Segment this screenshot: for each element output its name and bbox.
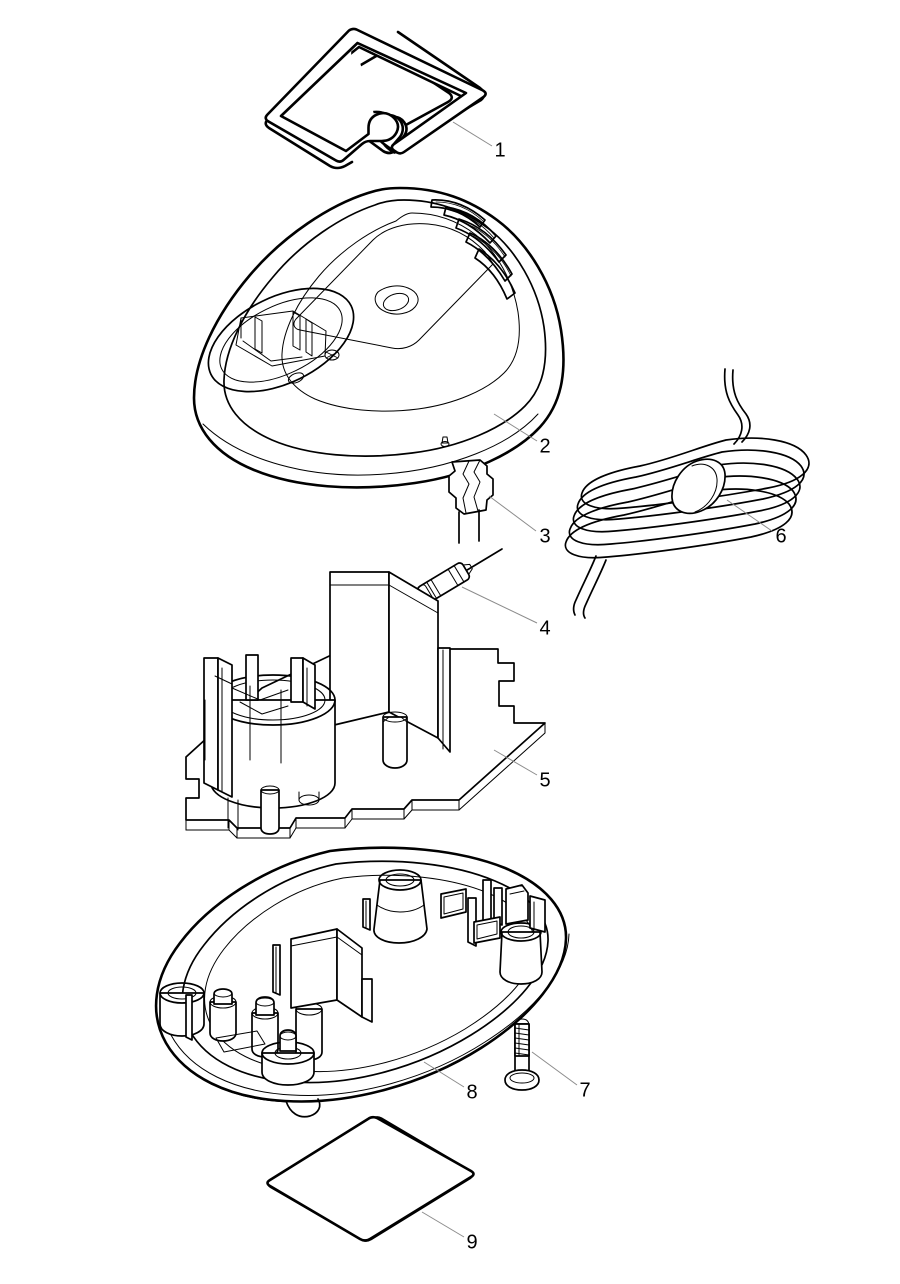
cord-boss — [373, 869, 428, 944]
leader-line-6 — [726, 499, 773, 532]
callout-2: 2 — [493, 413, 551, 457]
callout-1: 1 — [452, 121, 506, 161]
leader-line-9 — [421, 1211, 465, 1238]
callout-number-2: 2 — [539, 435, 550, 457]
callout-7: 7 — [531, 1051, 591, 1101]
part-3-component — [448, 459, 494, 544]
callout-number-4: 4 — [539, 617, 550, 639]
cord-loops — [564, 437, 810, 559]
callout-number-9: 9 — [466, 1231, 477, 1253]
leader-line-3 — [488, 495, 537, 532]
cord-band — [671, 458, 726, 515]
boss-with-hole — [261, 1029, 315, 1086]
part-8-lower-housing — [154, 846, 570, 1118]
leader-line-2 — [493, 413, 538, 442]
callout-4: 4 — [461, 586, 551, 639]
callout-number-5: 5 — [539, 769, 550, 791]
battery-terminal-recess — [207, 287, 355, 393]
screw-cross-icon — [324, 349, 340, 361]
part-7-tapping-screw — [504, 1018, 540, 1091]
leader-line-1 — [452, 121, 493, 147]
part-6-power-cord — [564, 368, 810, 619]
callout-number-1: 1 — [494, 139, 505, 161]
callout-5: 5 — [493, 749, 551, 791]
callout-layer: 1 2 3 4 5 6 7 8 — [421, 121, 787, 1253]
part-5-pcb-assembly — [185, 571, 546, 839]
callout-number-3: 3 — [539, 525, 550, 547]
terminal-block — [203, 654, 336, 835]
callout-number-7: 7 — [579, 1079, 590, 1101]
callout-number-6: 6 — [775, 525, 786, 547]
part-1-closed — [264, 27, 487, 163]
part-2-upper-housing — [192, 186, 565, 489]
part-9-plate — [266, 1115, 475, 1242]
right-bracket — [440, 879, 546, 947]
callout-9: 9 — [421, 1211, 478, 1253]
leader-line-5 — [493, 749, 538, 776]
screw-post — [209, 988, 237, 1042]
screw-post — [295, 1002, 323, 1061]
callout-8: 8 — [423, 1061, 478, 1103]
leader-line-7 — [531, 1051, 578, 1086]
callout-number-8: 8 — [466, 1081, 477, 1103]
leader-line-4 — [461, 586, 538, 624]
left-boss — [159, 982, 205, 1037]
capacitor — [382, 711, 408, 769]
callout-3: 3 — [488, 495, 551, 547]
vent-slots — [430, 199, 516, 300]
right-boss — [499, 922, 543, 985]
divider-wall — [290, 928, 373, 1023]
callout-6: 6 — [726, 499, 787, 547]
leader-line-8 — [423, 1061, 465, 1088]
indicator-lens — [374, 285, 419, 315]
vertical-board — [329, 571, 451, 753]
